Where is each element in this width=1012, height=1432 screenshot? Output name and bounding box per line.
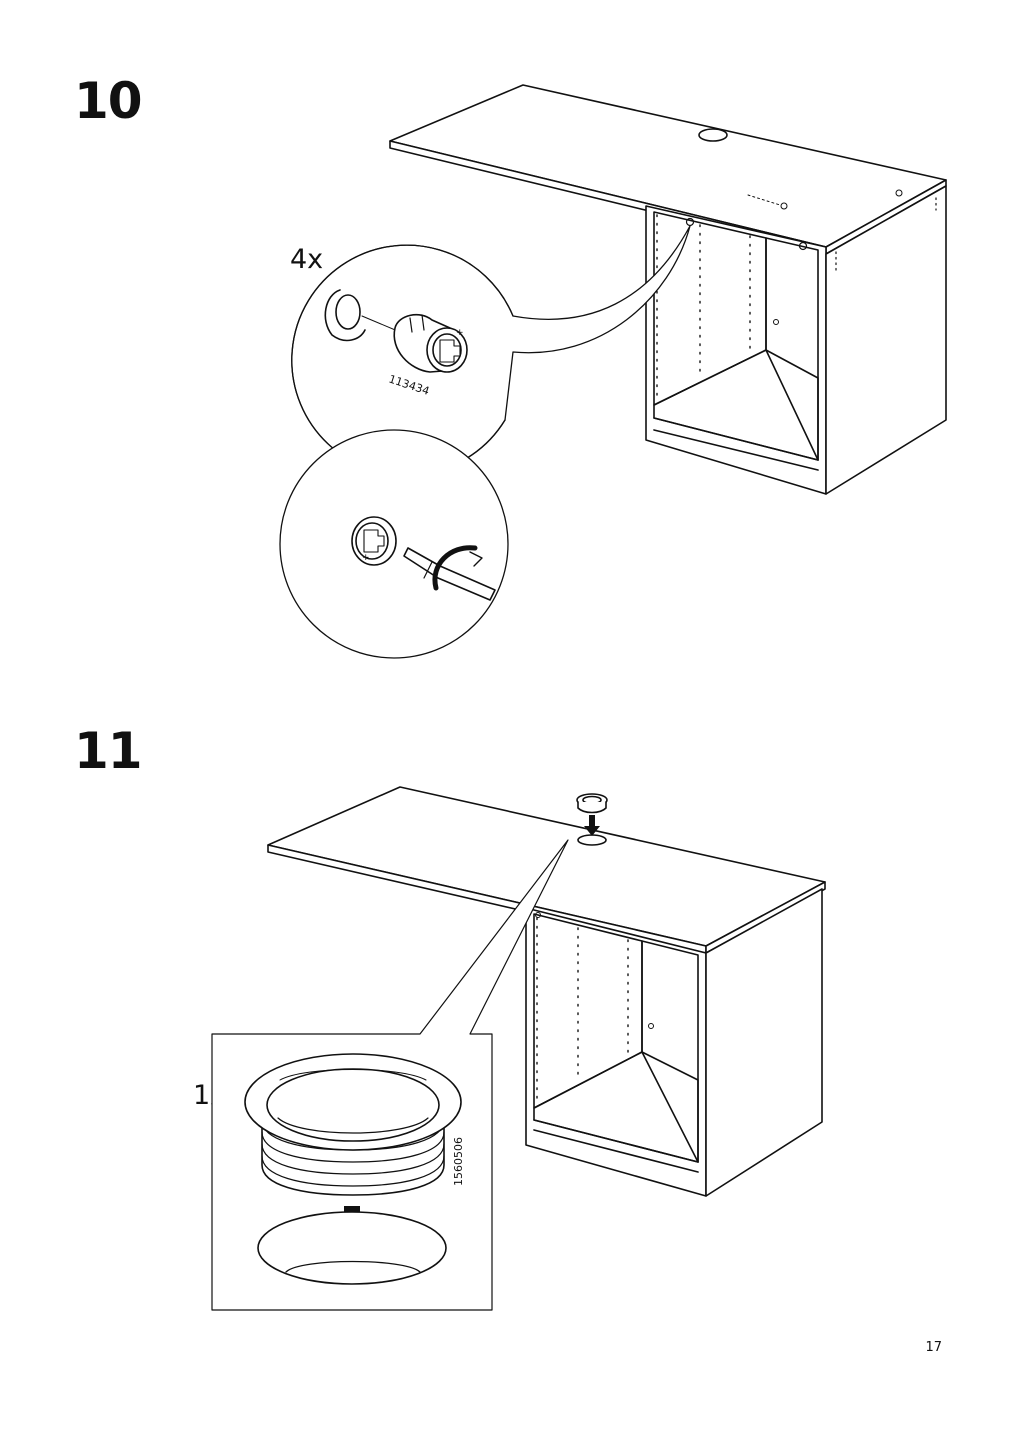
step-11-desk-cabinet-illustration bbox=[267, 786, 826, 1197]
step-10-desk-cabinet-illustration bbox=[389, 84, 947, 495]
cable-grommet-icon bbox=[244, 1053, 462, 1196]
step-10-screwdriver-detail: + bbox=[279, 429, 509, 659]
step-10-cam-lock-detail: + 113434 bbox=[291, 225, 691, 476]
step-11-number: 11 bbox=[74, 722, 143, 780]
grommet-hole-icon bbox=[577, 834, 607, 846]
svg-text:+: + bbox=[456, 328, 464, 338]
down-arrow-small-icon bbox=[584, 815, 600, 836]
step-11-part-number: 1560506 bbox=[452, 1137, 465, 1186]
cam-hole-icon bbox=[335, 294, 361, 330]
screwdriver-turn-icon bbox=[403, 545, 496, 601]
page-number: 17 bbox=[925, 1340, 942, 1355]
desk-hole-icon bbox=[257, 1211, 447, 1285]
cable-grommet-small-icon bbox=[576, 793, 608, 814]
svg-text:+: + bbox=[362, 553, 370, 563]
step-11-grommet-detail: 1560506 bbox=[211, 839, 569, 1311]
cam-lock-turn-icon: + bbox=[351, 516, 397, 566]
step-10-number: 10 bbox=[74, 72, 143, 130]
cam-lock-fitting-icon: + bbox=[393, 313, 468, 373]
step-10-quantity: 4x bbox=[290, 244, 324, 275]
